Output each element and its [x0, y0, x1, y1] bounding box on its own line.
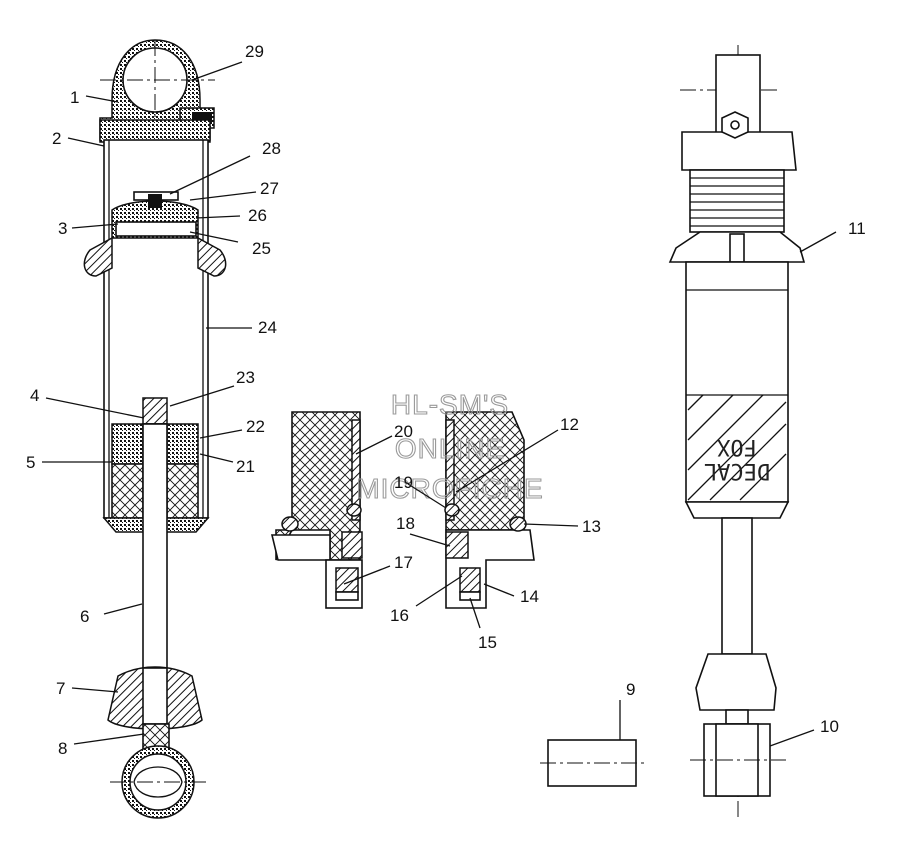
callout-14: 14 — [520, 587, 539, 606]
wiper-right — [459, 567, 481, 593]
watermark-line-1: HL-SM'S — [391, 389, 509, 420]
callout-24: 24 — [258, 318, 277, 337]
top-cap — [681, 131, 797, 171]
callout-12: 12 — [560, 415, 579, 434]
watermark-line-2: ONLINE — [395, 433, 505, 464]
decal-label-top: DECAL — [704, 458, 770, 483]
piston-nut — [142, 397, 168, 425]
left-shock-section — [83, 39, 227, 819]
callout-19: 19 — [394, 473, 413, 492]
decal-hatch — [687, 394, 787, 501]
spring-seat — [83, 236, 113, 277]
callout-26: 26 — [248, 206, 267, 225]
callout-4: 4 — [30, 386, 39, 405]
callout-5: 5 — [26, 453, 35, 472]
callout-8: 8 — [58, 739, 67, 758]
o-ring-right — [509, 516, 527, 532]
right-shaft — [721, 517, 753, 655]
callout-20: 20 — [394, 422, 413, 441]
callout-7: 7 — [56, 679, 65, 698]
callout-1: 1 — [70, 88, 79, 107]
callout-9: 9 — [626, 680, 635, 699]
bushing-right — [445, 419, 455, 521]
callout-29: 29 — [245, 42, 264, 61]
decal-label-bottom: FOX — [716, 434, 756, 459]
callout-13: 13 — [582, 517, 601, 536]
callout-27: 27 — [260, 179, 279, 198]
seal-head-section: HL-SM'S ONLINE MICROFICHE — [270, 388, 543, 609]
bushing-left — [351, 419, 361, 521]
right-bump-stop — [695, 653, 777, 711]
callout-labels: 29 1 2 28 27 26 3 25 24 23 4 22 5 21 6 7… — [26, 42, 866, 758]
callout-16: 16 — [390, 606, 409, 625]
callout-6: 6 — [80, 607, 89, 626]
watermark-line-3: MICROFICHE — [356, 473, 543, 504]
callout-3: 3 — [58, 219, 67, 238]
callout-15: 15 — [478, 633, 497, 652]
callout-17: 17 — [394, 553, 413, 572]
leader-lines — [42, 61, 837, 747]
callout-22: 22 — [246, 417, 265, 436]
threaded-body — [689, 169, 785, 233]
callout-11: 11 — [848, 219, 866, 238]
cap-ring — [99, 119, 211, 143]
callout-23: 23 — [236, 368, 255, 387]
callout-2: 2 — [52, 129, 61, 148]
o-ring-left — [281, 516, 299, 532]
callout-25: 25 — [252, 239, 271, 258]
thread-lines — [690, 177, 784, 227]
callout-10: 10 — [820, 717, 839, 736]
right-shock-exterior: DECAL FOX — [668, 45, 806, 820]
shaft-seal-right — [445, 531, 469, 559]
bushing-part-9 — [540, 739, 644, 787]
callout-18: 18 — [396, 514, 415, 533]
callout-21: 21 — [236, 457, 255, 476]
shaft-seal-left — [341, 531, 363, 559]
bleed-screw — [148, 194, 162, 208]
callout-28: 28 — [262, 139, 281, 158]
